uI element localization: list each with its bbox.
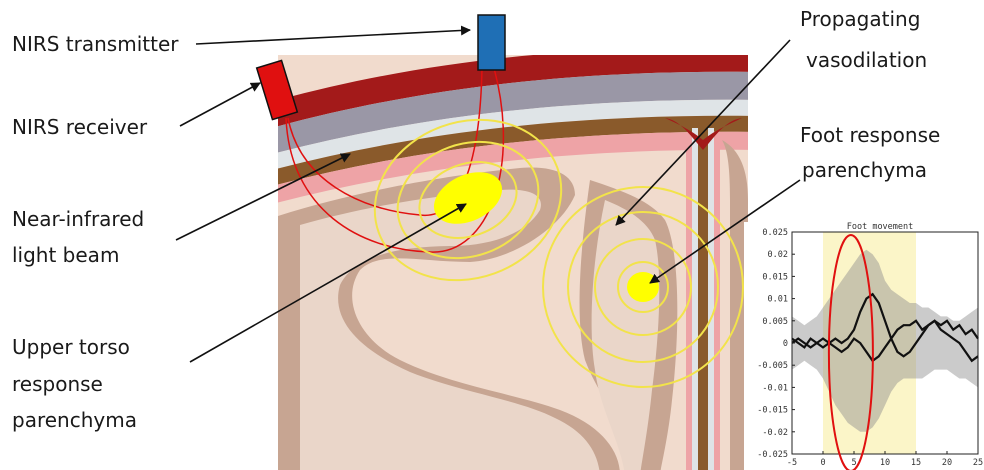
y-tick-label: -0.025 — [757, 450, 788, 460]
label-propagating-2: vasodilation — [806, 48, 927, 72]
foot-movement-chart: Foot movement 0.025 0.02 0.015 0.01 0.005 0 -0… — [744, 222, 984, 470]
arrow-transmitter — [196, 30, 470, 44]
arrow-receiver — [180, 83, 260, 126]
y-tick-label: -0.005 — [757, 361, 788, 371]
y-tick-label: 0.01 — [768, 295, 788, 305]
y-tick-label: 0.005 — [762, 317, 788, 327]
x-tick-label: 10 — [880, 458, 890, 468]
y-tick-label: -0.02 — [762, 428, 788, 438]
nirs-transmitter-probe — [478, 15, 505, 70]
foot-activation — [627, 272, 659, 302]
y-tick-label: 0.02 — [768, 250, 788, 260]
label-near-infrared-1: Near-infrared — [12, 207, 144, 231]
label-foot-1: Foot response — [800, 123, 940, 147]
y-tick-label: -0.01 — [762, 383, 788, 393]
x-tick-label: -5 — [787, 458, 797, 468]
label-propagating-1: Propagating — [800, 7, 920, 31]
label-foot-2: parenchyma — [802, 158, 927, 182]
label-upper-torso-1: Upper torso — [12, 335, 130, 359]
y-tick-label: 0.015 — [762, 272, 788, 282]
x-tick-label: 25 — [973, 458, 983, 468]
y-tick-label: 0 — [783, 339, 788, 349]
y-tick-label: 0.025 — [762, 228, 788, 238]
label-upper-torso-2: response — [12, 372, 103, 396]
label-nirs-receiver: NIRS receiver — [12, 115, 147, 139]
y-tick-label: -0.015 — [757, 406, 788, 416]
chart-title: Foot movement — [847, 222, 914, 232]
brain-cross-section — [250, 40, 760, 470]
falx-cerebri — [698, 126, 708, 470]
x-tick-label: 0 — [820, 458, 825, 468]
x-tick-label: 20 — [942, 458, 952, 468]
label-upper-torso-3: parenchyma — [12, 408, 137, 432]
x-tick-label: 15 — [911, 458, 921, 468]
label-nirs-transmitter: NIRS transmitter — [12, 32, 178, 56]
label-near-infrared-2: light beam — [12, 243, 119, 267]
x-tick-label: 5 — [851, 458, 856, 468]
